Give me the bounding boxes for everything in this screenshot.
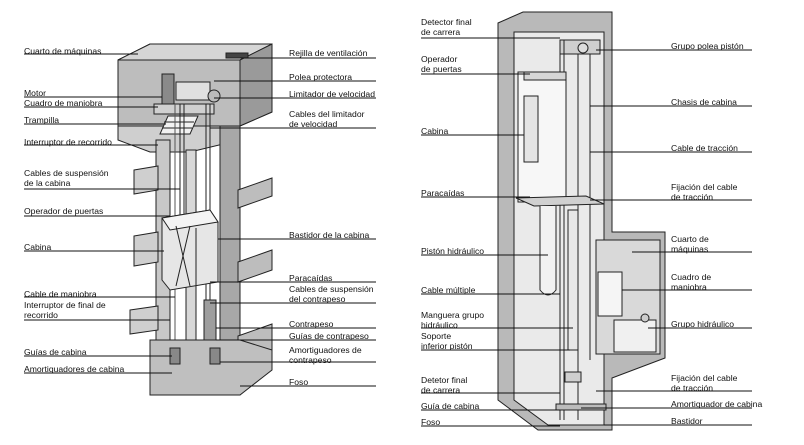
label-contrapeso: Contrapeso [289, 319, 334, 329]
label-fijacion-cable-traccion-superior: Fijación del cable de tracción [671, 182, 738, 202]
label-cables-limitador-velocidad: Cables del limitador de velocidad [289, 109, 365, 129]
label-amortiguador-de-cabina: Amortiguador de cabina [671, 399, 763, 409]
label-amortiguadores-de-cabina: Amortiguadores de cabina [24, 364, 125, 374]
label-trampilla: Trampilla [24, 115, 60, 125]
leader-lines [24, 37, 752, 427]
label-paracaidas-hidraulico: Paracaídas [421, 188, 465, 198]
label-paracaidas: Paracaídas [289, 273, 333, 283]
label-chasis-de-cabina: Chasis de cabina [671, 97, 737, 107]
hydraulic-elevator-drawing [497, 11, 666, 431]
label-interruptor-final-recorrido: Interruptor de final de recorrido [24, 300, 106, 320]
label-operador-de-puertas: Operador de puertas [24, 206, 104, 216]
label-cuarto-de-maquinas: Cuarto de máquinas [24, 46, 102, 56]
label-bastidor: Bastidor [671, 416, 703, 426]
label-fijacion-cable-traccion-inferior: Fijación del cable de tracción [671, 373, 738, 393]
label-rejilla-de-ventilacion: Rejilla de ventilación [289, 48, 368, 58]
label-cuadro-de-maniobra-hidraulico: Cuadro de maniobra [671, 272, 712, 292]
label-detector-final-de-carrera: Detector final de carrera [421, 17, 472, 37]
label-cables-suspension-cabina: Cables de suspensión de la cabina [24, 168, 109, 188]
traction-elevator-drawing [117, 43, 273, 396]
label-motor: Motor [24, 88, 46, 98]
label-limitador-de-velocidad: Limitador de velocidad [289, 89, 375, 99]
label-cabina-hidraulico: Cabina [421, 126, 449, 136]
label-interruptor-de-recorrido: Interruptor de recorrido [24, 137, 112, 147]
label-manguera-grupo-hidraulico: Manguera grupo hidráulico [421, 310, 485, 330]
label-cable-de-traccion: Cable de tracción [671, 143, 738, 153]
label-polea-protectora: Polea protectora [289, 72, 353, 82]
label-guia-de-cabina: Guía de cabina [421, 401, 480, 411]
label-cable-multiple: Cable múltiple [421, 285, 476, 295]
label-piston-hidraulico: Pistón hidráulico [421, 246, 485, 256]
label-guias-de-contrapeso: Guías de contrapeso [289, 331, 369, 341]
label-cuadro-de-maniobra: Cuadro de maniobra [24, 98, 103, 108]
label-cable-de-maniobra: Cable de maniobra [24, 289, 97, 299]
label-guias-de-cabina: Guías de cabina [24, 347, 87, 357]
label-amortiguadores-contrapeso: Amortiguadores de contrapeso [289, 345, 362, 365]
label-foso-hidraulico: Foso [421, 417, 441, 427]
label-grupo-hidraulico: Grupo hidráulico [671, 319, 735, 329]
label-cables-suspension-contrapeso: Cables de suspensión del contrapeso [289, 284, 374, 304]
label-cuarto-de-maquinas-hidraulico: Cuarto de máquinas [671, 234, 709, 254]
label-operador-de-puertas-hidraulico: Operador de puertas [421, 54, 462, 74]
label-bastidor-de-la-cabina: Bastidor de la cabina [289, 230, 370, 240]
label-cabina: Cabina [24, 242, 52, 252]
label-grupo-polea-piston: Grupo polea pistón [671, 41, 744, 51]
label-foso: Foso [289, 377, 309, 387]
label-soporte-inferior-piston: Soporte inferior pistón [421, 331, 473, 351]
label-detetor-final-de-carrera: Detetor final de carrera [421, 375, 468, 395]
